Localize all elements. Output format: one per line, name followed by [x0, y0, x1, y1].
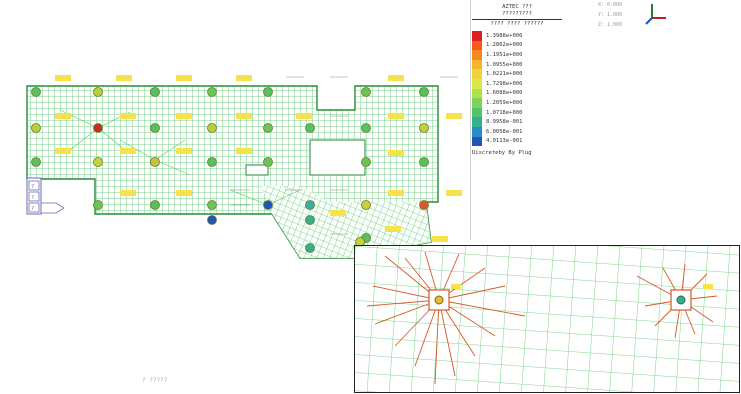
- legend-title: AZTEC ???: [502, 4, 532, 10]
- legend-swatch: [472, 88, 482, 99]
- legend-swatch: [472, 31, 482, 41]
- legend-footer: Discreteby By Plug: [472, 150, 532, 157]
- detail-zoom-panel[interactable]: [354, 245, 740, 393]
- legend-swatch: [472, 98, 482, 108]
- triad-line-y: Y: 1.000: [598, 12, 623, 18]
- legend-row: 4.0113e-001: [472, 136, 562, 147]
- legend-value: 1.0221e+000: [486, 71, 523, 78]
- legend-separator: [472, 19, 562, 20]
- radial-links-right: [636, 263, 718, 339]
- legend-quantity: ???? ???? ??????: [490, 21, 544, 27]
- panel-label-3: ?: [31, 206, 34, 212]
- legend-swatch: [472, 117, 482, 127]
- detail-mesh: [355, 246, 739, 392]
- legend-row: 1.2862e+000: [472, 40, 562, 51]
- legend-value: 1.0955e+000: [486, 61, 523, 68]
- triad-line-z: Z: 1.000: [598, 22, 623, 28]
- divider-line: [470, 0, 471, 240]
- legend-row: 1.2059e+000: [472, 98, 562, 108]
- legend-row: 1.0718e+000: [472, 107, 562, 118]
- legend-value: 6.0058e-001: [486, 128, 523, 135]
- legend-value: 8.9958e-001: [486, 119, 523, 126]
- legend-swatch: [472, 136, 482, 147]
- slab-mesh: [26, 85, 439, 259]
- legend-row: 1.0955e+000: [472, 59, 562, 70]
- axis-triad-icon: [645, 4, 666, 25]
- legend-value: 1.2059e+000: [486, 99, 523, 106]
- annotation-lines: [230, 76, 458, 235]
- legend-value: 1.3988e+000: [486, 32, 523, 39]
- column-nodes: [31, 87, 429, 253]
- legend-row: 1.0221e+000: [472, 69, 562, 79]
- radial-links-left: [366, 251, 526, 385]
- legend-row: 1.3988e+000: [472, 31, 562, 41]
- legend-row: 8.9958e-001: [472, 117, 562, 127]
- legend-swatch: [472, 126, 482, 137]
- legend-value: 1.6088e+000: [486, 90, 523, 97]
- triad-line-x: X: 0.000: [598, 2, 623, 8]
- legend-value: 1.2862e+000: [486, 42, 523, 49]
- legend-swatch: [472, 59, 482, 70]
- legend-value: 1.1951e+000: [486, 51, 523, 58]
- legend-swatch: [472, 107, 482, 118]
- legend-row: 1.7298e+000: [472, 78, 562, 89]
- legend-subtitle: ?????????: [502, 11, 532, 17]
- legend-value: 1.7298e+000: [486, 80, 523, 87]
- legend-row: 1.6088e+000: [472, 88, 562, 99]
- legend-value: 4.0113e-001: [486, 138, 523, 145]
- axis-triad: X: 0.000 Y: 1.000 Z: 1.000: [598, 2, 668, 38]
- legend-swatch: [472, 78, 482, 89]
- status-text: ? ?????: [142, 377, 168, 384]
- side-panel: ? ? ?: [26, 177, 65, 215]
- legend-row: 1.1951e+000: [472, 50, 562, 60]
- legend-swatch: [472, 69, 482, 79]
- panel-label-1: ?: [31, 184, 34, 190]
- legend-swatch: [472, 40, 482, 51]
- legend-value: 1.0718e+000: [486, 109, 523, 116]
- legend-row: 6.0058e-001: [472, 126, 562, 137]
- contour-legend: AZTEC ??? ????????? ???? ???? ?????? 1.3…: [472, 4, 562, 156]
- node-tags: [55, 75, 462, 242]
- legend-swatch: [472, 50, 482, 60]
- panel-label-2: ?: [31, 195, 34, 201]
